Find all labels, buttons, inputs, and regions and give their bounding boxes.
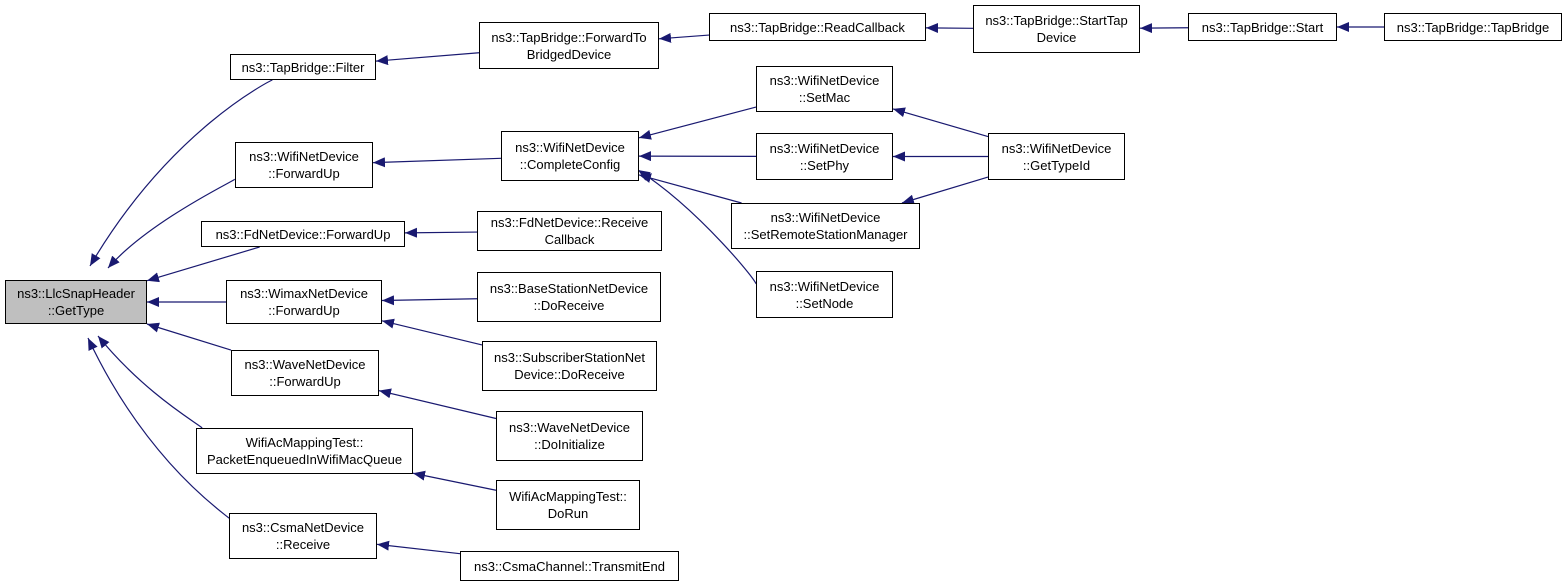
node-label-line: ns3::WifiNetDevice [515,140,625,155]
edge-fd_fwd-to-llcsnap [146,246,260,283]
edge-wifi_typeid-to-wifi_setmac [892,107,989,138]
edge-ss_dorecv-to-wimax_fwd [381,318,483,346]
edge-wifi_setrsm-to-wifi_complete [638,173,742,204]
node-label-line: ns3::TapBridge::ReadCallback [730,19,905,35]
node-tapbridge-filter[interactable]: ns3::TapBridge::Filter [230,54,376,80]
node-label-line: ns3::SubscriberStationNet [493,350,646,365]
node-wifinetdevice-forwardup[interactable]: ns3::WifiNetDevice ::ForwardUp [235,142,373,188]
node-subscriberstationnetdevice-doreceive[interactable]: ns3::SubscriberStationNet Device::DoRece… [482,341,657,391]
node-label-line: PacketEnqueuedInWifiMacQueue [206,452,403,467]
node-label-line: ns3::CsmaNetDevice [241,520,365,535]
node-label-line: ::Receive [275,537,331,552]
node-label-line: WifiAcMappingTest:: [509,489,627,504]
node-wifinetdevice-gettypeid[interactable]: ns3::WifiNetDevice ::GetTypeId [988,133,1125,180]
node-wavenetdevice-doinitialize[interactable]: ns3::WaveNetDevice ::DoInitialize [496,411,643,461]
node-label-line: ns3::LlcSnapHeader [17,286,135,301]
node-label-line: ns3::WifiNetDevice [249,149,359,164]
node-wifinetdevice-setnode[interactable]: ns3::WifiNetDevice ::SetNode [756,271,893,318]
edge-wifiac_dorun-to-wifiac_pkt [412,470,497,491]
node-wavenetdevice-forwardup[interactable]: ns3::WaveNetDevice ::ForwardUp [231,350,379,396]
node-label-line: ::DoInitialize [534,437,605,452]
node-label-line: ns3::FdNetDevice::Receive [490,215,649,230]
node-label-line: ::DoReceive [533,298,605,313]
edge-wifi_complete-to-wifi_fwd [372,157,502,168]
node-csmachannel-transmitend[interactable]: ns3::CsmaChannel::TransmitEnd [460,551,679,581]
node-label-line: ns3::BaseStationNetDevice [489,281,649,296]
edge-tb_fwd_bridged-to-tb_filter [375,52,480,66]
node-wifiacmappingtest-dorun[interactable]: WifiAcMappingTest:: DoRun [496,480,640,530]
node-label-line: ns3::WifiNetDevice [769,73,880,88]
node-fdnetdevice-receivecallback[interactable]: ns3::FdNetDevice::Receive Callback [477,211,662,251]
node-llcsnapheader-gettype: ns3::LlcSnapHeader ::GetType [5,280,147,324]
node-label-line: ns3::CsmaChannel::TransmitEnd [474,558,665,574]
node-label-line: Device [1036,30,1077,45]
edge-csma_transmit-to-csma_recv [376,540,461,555]
node-label-line: Device::DoReceive [514,367,625,382]
node-label-line: ns3::WifiNetDevice [769,278,880,294]
edge-fd_recvcb-to-fd_fwd [404,227,478,238]
node-label-line: ns3::WaveNetDevice [244,357,366,372]
node-label-line: ::GetTypeId [1022,157,1091,173]
node-label-line: ::ForwardUp [268,303,340,318]
node-label-line: ::GetType [47,303,105,318]
node-tapbridge-tapbridge[interactable]: ns3::TapBridge::TapBridge [1384,13,1562,41]
node-label-line: ns3::WaveNetDevice [509,420,630,435]
node-label-line: ns3::TapBridge::Start [1201,19,1324,35]
node-label-line: ns3::TapBridge::StartTap [985,13,1128,28]
edge-wifiac_pkt-to-llcsnap [97,335,203,429]
edge-tb_filter-to-llcsnap [89,79,273,267]
node-fdnetdevice-forwardup[interactable]: ns3::FdNetDevice::ForwardUp [201,221,405,247]
node-tapbridge-start[interactable]: ns3::TapBridge::Start [1188,13,1337,41]
node-wifinetdevice-setremotestationmanager[interactable]: ns3::WifiNetDevice ::SetRemoteStationMan… [731,203,920,249]
node-wifinetdevice-completeconfig[interactable]: ns3::WifiNetDevice ::CompleteConfig [501,131,639,181]
node-label-line: ns3::TapBridge::ForwardTo [491,29,647,45]
node-wimaxnetdevice-forwardup[interactable]: ns3::WimaxNetDevice ::ForwardUp [226,280,382,324]
node-label-line: ::SetMac [798,90,851,105]
node-label-line: ::SetNode [795,295,854,311]
node-label-line: ns3::TapBridge::TapBridge [1396,19,1550,35]
node-label-line: ns3::WifiNetDevice [1001,140,1112,156]
node-wifinetdevice-setphy[interactable]: ns3::WifiNetDevice ::SetPhy [756,133,893,180]
node-label-line: ::CompleteConfig [519,157,621,172]
node-label-line: ns3::FdNetDevice::ForwardUp [215,226,391,242]
node-tapbridge-readcallback[interactable]: ns3::TapBridge::ReadCallback [709,13,926,41]
node-csmanetdevice-receive[interactable]: ns3::CsmaNetDevice ::Receive [229,513,377,559]
node-label-line: ::SetPhy [799,157,850,173]
node-label-line: ns3::TapBridge::Filter [241,59,365,75]
node-label-line: BridgedDevice [526,46,612,62]
node-label-line: DoRun [547,506,589,521]
node-wifiacmappingtest-packetenqueued[interactable]: WifiAcMappingTest:: PacketEnqueuedInWifi… [196,428,413,474]
node-label-line: ns3::WifiNetDevice [770,210,881,225]
node-label-line: ::SetRemoteStationManager [743,227,908,242]
edge-wave_doinit-to-wave_fwd [378,388,497,420]
edge-wifi_setnode-to-wifi_complete [637,169,757,286]
edge-wifi_fwd-to-llcsnap [107,178,236,269]
node-label-line: ns3::WimaxNetDevice [240,286,368,301]
node-label-line: ns3::WifiNetDevice [769,140,880,156]
node-tapbridge-forwardtobridgeddevice[interactable]: ns3::TapBridge::ForwardTo BridgedDevice [479,22,659,69]
node-label-line: WifiAcMappingTest:: [245,435,364,450]
edge-csma_recv-to-llcsnap [87,337,230,520]
node-label-line: Callback [544,232,595,247]
node-wifinetdevice-setmac[interactable]: ns3::WifiNetDevice ::SetMac [756,66,893,112]
node-tapbridge-starttapdevice[interactable]: ns3::TapBridge::StartTap Device [973,5,1140,53]
edge-bs_dorecv-to-wimax_fwd [381,295,478,306]
node-label-line: ::ForwardUp [269,374,341,389]
node-basestationnetdevice-doreceive[interactable]: ns3::BaseStationNetDevice ::DoReceive [477,272,661,322]
edge-wifi_typeid-to-wifi_setrsm [901,176,989,205]
edge-wave_fwd-to-llcsnap [146,322,232,351]
edge-wifi_setmac-to-wifi_complete [638,106,757,140]
edge-tb_readcb-to-tb_fwd_bridged [658,32,710,43]
node-label-line: ::ForwardUp [268,166,340,181]
